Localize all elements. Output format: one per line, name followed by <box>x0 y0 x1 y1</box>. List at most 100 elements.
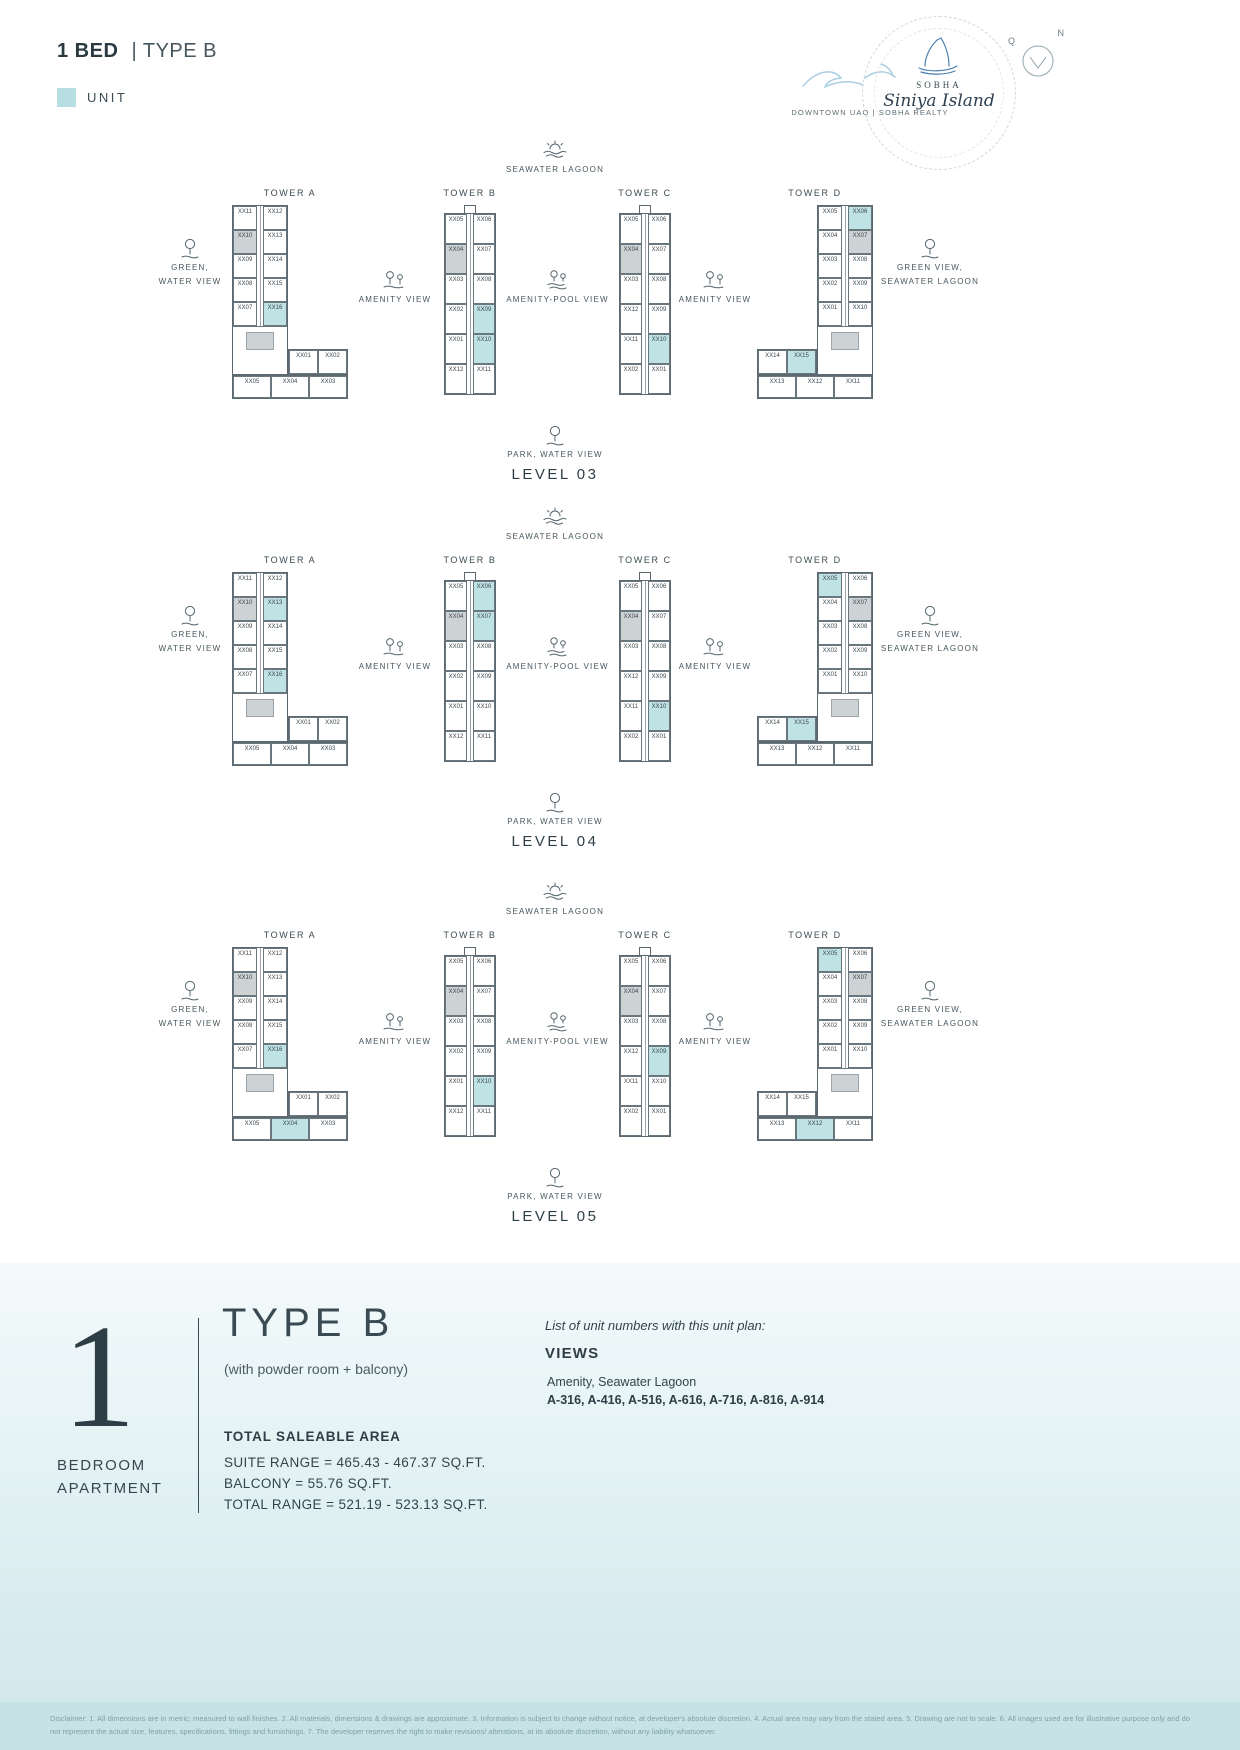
unit-cell: XX02 <box>620 731 642 761</box>
unit-cell: XX13 <box>758 376 796 398</box>
unit-cell: XX09 <box>848 278 872 302</box>
unit-cell: XX07 <box>848 597 872 621</box>
view-amenity-ab: AMENITY VIEW <box>350 1010 440 1049</box>
corridor <box>257 1020 263 1044</box>
corridor <box>642 641 648 671</box>
unit-cell: XX02 <box>620 364 642 394</box>
view-text: AMENITY VIEW <box>678 295 752 304</box>
unit-cell: XX05 <box>620 214 642 244</box>
corridor <box>467 334 473 364</box>
unit-number: XX10 <box>237 975 253 981</box>
unit-number: XX07 <box>651 614 667 620</box>
tower-core-area <box>233 693 287 741</box>
tree-icon <box>875 978 985 1002</box>
unit-cell: XX12 <box>263 948 287 972</box>
view-amenity-cd: AMENITY VIEW <box>675 1010 755 1049</box>
view-text: WATER VIEW <box>158 276 222 286</box>
roof-stub <box>639 572 651 580</box>
unit-number: XX15 <box>794 1095 809 1101</box>
unit-number: XX03 <box>623 644 639 650</box>
unit-cell: XX10 <box>848 669 872 693</box>
unit-cell: XX03 <box>818 621 842 645</box>
unit-number: XX03 <box>448 644 464 650</box>
corridor <box>467 611 473 641</box>
suite-range: SUITE RANGE = 465.43 - 467.37 SQ.FT. <box>224 1455 486 1470</box>
unit-cell: XX10 <box>648 1076 670 1106</box>
unit-number: XX09 <box>651 1049 667 1055</box>
unit-number: XX02 <box>325 353 340 359</box>
view-park-water: PARK, WATER VIEW <box>0 423 1110 462</box>
unit-number: XX07 <box>852 233 868 239</box>
unit-cell: XX05 <box>445 581 467 611</box>
unit-number: XX04 <box>282 379 298 385</box>
unit-number: XX03 <box>448 277 464 283</box>
unit-cell: XX04 <box>620 986 642 1016</box>
unit-cell: XX11 <box>473 1106 495 1136</box>
view-text: AMENITY-POOL VIEW <box>506 1037 609 1046</box>
view-text: SEAWATER LAGOON <box>505 165 605 174</box>
unit-cell: XX07 <box>473 244 495 274</box>
unit-number: XX11 <box>237 951 253 957</box>
unit-cell: XX02 <box>445 304 467 334</box>
unit-cell: XX01 <box>445 334 467 364</box>
view-text: GREEN VIEW, <box>896 1005 964 1014</box>
unit-number: XX08 <box>476 1019 492 1025</box>
view-text: GREEN VIEW, <box>896 263 964 272</box>
unit-cell: XX06 <box>473 214 495 244</box>
tower-core-area <box>818 326 872 374</box>
unit-number: XX04 <box>623 989 639 995</box>
bedroom-caption: BEDROOM APARTMENT <box>57 1455 163 1500</box>
corridor <box>257 230 263 254</box>
unit-number: XX06 <box>476 584 492 590</box>
view-park-water: PARK, WATER VIEW <box>0 790 1110 829</box>
unit-cell: XX08 <box>233 1020 257 1044</box>
unit-number: XX13 <box>769 746 785 752</box>
unit-number: XX07 <box>237 672 253 678</box>
unit-number: XX05 <box>623 959 639 965</box>
unit-cell: XX05 <box>233 1118 271 1140</box>
unit-cell: XX05 <box>445 214 467 244</box>
balcony-area: BALCONY = 55.76 SQ.FT. <box>224 1476 392 1491</box>
unit-cell: XX12 <box>620 671 642 701</box>
unit-cell: XX08 <box>848 996 872 1020</box>
unit-cell: XX05 <box>620 956 642 986</box>
unit-cell: XX03 <box>620 274 642 304</box>
unit-legend: UNIT <box>57 88 127 107</box>
unit-cell: XX12 <box>620 304 642 334</box>
unit-number: XX03 <box>623 277 639 283</box>
unit-cell: XX03 <box>620 641 642 671</box>
corridor <box>842 996 848 1020</box>
lagoon-icon <box>0 138 1110 162</box>
unit-cell: XX16 <box>263 669 287 693</box>
unit-cell: XX08 <box>648 1016 670 1046</box>
unit-cell: XX10 <box>473 1076 495 1106</box>
corridor <box>842 948 848 972</box>
unit-number: XX02 <box>448 674 464 680</box>
corridor <box>642 956 648 986</box>
roof-stub <box>464 205 476 213</box>
unit-cell: XX08 <box>648 641 670 671</box>
corridor <box>257 206 263 230</box>
unit-number: XX10 <box>852 1047 868 1053</box>
unit-cell: XX01 <box>289 717 318 741</box>
core-block <box>246 1074 274 1092</box>
view-seawater-lagoon: SEAWATER LAGOON <box>0 505 1110 544</box>
unit-cell: XX03 <box>445 641 467 671</box>
